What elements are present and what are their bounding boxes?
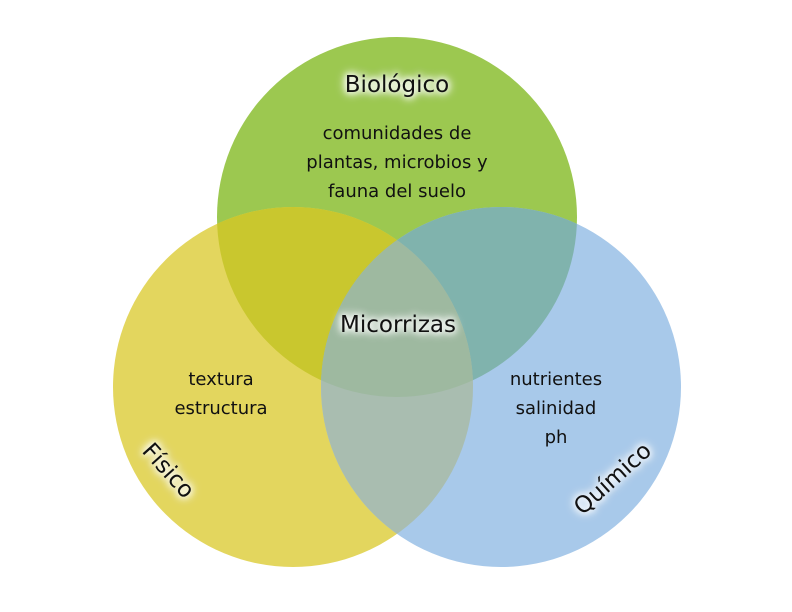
- quimico-item: nutrientes: [509, 369, 603, 390]
- biologico-title: Biológico: [344, 72, 450, 98]
- biologico-item: fauna del suelo: [327, 181, 467, 202]
- biologico-items: comunidades de plantas, microbios y faun…: [287, 119, 507, 206]
- quimico-item: ph: [544, 427, 568, 448]
- fisico-item: estructura: [174, 398, 268, 419]
- quimico-items: nutrientes salinidad ph: [476, 365, 636, 452]
- center-label: Micorrizas: [340, 312, 456, 338]
- quimico-item: salinidad: [515, 398, 597, 419]
- center-overlap: [321, 207, 473, 397]
- fisico-items: textura estructura: [141, 365, 301, 423]
- biologico-item: comunidades de: [322, 123, 472, 144]
- fisico-item: textura: [188, 369, 254, 390]
- biologico-item: plantas, microbios y: [306, 152, 488, 173]
